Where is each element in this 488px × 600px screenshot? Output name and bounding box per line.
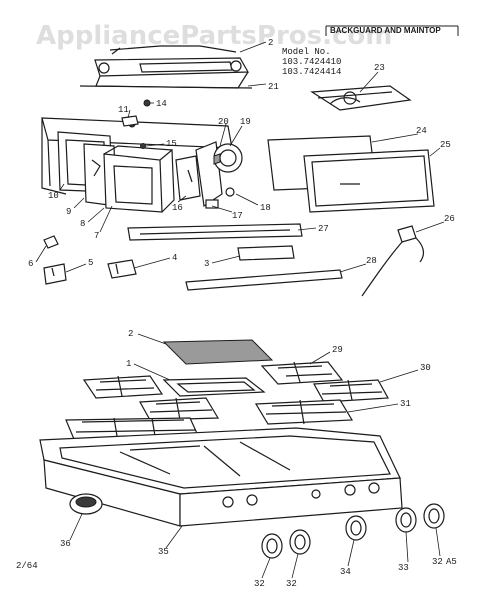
callout-3: 3 [204, 259, 209, 269]
thermostat-wire-part [361, 225, 425, 297]
callout-15: 15 [166, 139, 177, 149]
callout-23: 23 [374, 63, 385, 73]
switch-assembly-part [175, 141, 243, 209]
model-label: Model No. [282, 47, 331, 57]
callout-14: 14 [156, 99, 167, 109]
callout-1: 1 [126, 359, 131, 369]
light-fixture-part [79, 45, 253, 89]
callout-30: 30 [420, 363, 431, 373]
callout-5: 5 [88, 258, 93, 268]
callout-33: 33 [398, 563, 409, 573]
callout-32a: 32 [254, 579, 265, 589]
callout-2a: 2 [268, 38, 273, 48]
callout-10: 10 [48, 191, 59, 201]
callout-17: 17 [232, 211, 243, 221]
callout-11: 11 [118, 105, 129, 115]
callout-26: 26 [444, 214, 455, 224]
knob-36-part [69, 493, 103, 515]
backguard-window-part [267, 135, 435, 213]
header-block: BACKGUARD AND MAINTOP Model No. 103.7424… [282, 25, 459, 77]
callout-28: 28 [366, 256, 377, 266]
callout-4: 4 [172, 253, 177, 263]
date-code: 2/64 [16, 561, 38, 571]
trim-strips-part [127, 223, 343, 291]
callout-32b: 32 [286, 579, 297, 589]
callout-6: 6 [28, 259, 33, 269]
callout-9: 9 [66, 207, 71, 217]
callout-19: 19 [240, 117, 251, 127]
callout-7: 7 [94, 231, 99, 241]
callout-20: 20 [218, 117, 229, 127]
control-knobs-part [261, 503, 445, 559]
callout-18: 18 [260, 203, 271, 213]
backguard-housing-part [41, 117, 233, 213]
callout-labels: 2 21 23 24 25 19 20 11 14 15 16 17 18 26… [28, 38, 455, 589]
callout-25: 25 [440, 140, 451, 150]
callout-2b: 2 [128, 329, 133, 339]
maintop-part [39, 427, 403, 527]
model-number-2: 103.7424414 [282, 67, 341, 77]
diagram-title: BACKGUARD AND MAINTOP [330, 26, 441, 35]
callout-29: 29 [332, 345, 343, 355]
callout-36: 36 [60, 539, 71, 549]
model-number-1: 103.7424410 [282, 57, 341, 67]
callout-21: 21 [268, 82, 279, 92]
callout-32c: 32 [432, 557, 443, 567]
callout-27: 27 [318, 224, 329, 234]
callout-35: 35 [158, 547, 169, 557]
small-parts [43, 99, 151, 285]
callout-34: 34 [340, 567, 351, 577]
callout-8: 8 [80, 219, 85, 229]
page-code: A5 [446, 557, 457, 567]
leader-lines [35, 41, 445, 579]
clock-timer-part [310, 85, 412, 111]
callout-24: 24 [416, 126, 427, 136]
callout-31: 31 [400, 399, 411, 409]
burner-grates-part [65, 339, 389, 445]
callout-16: 16 [172, 203, 183, 213]
